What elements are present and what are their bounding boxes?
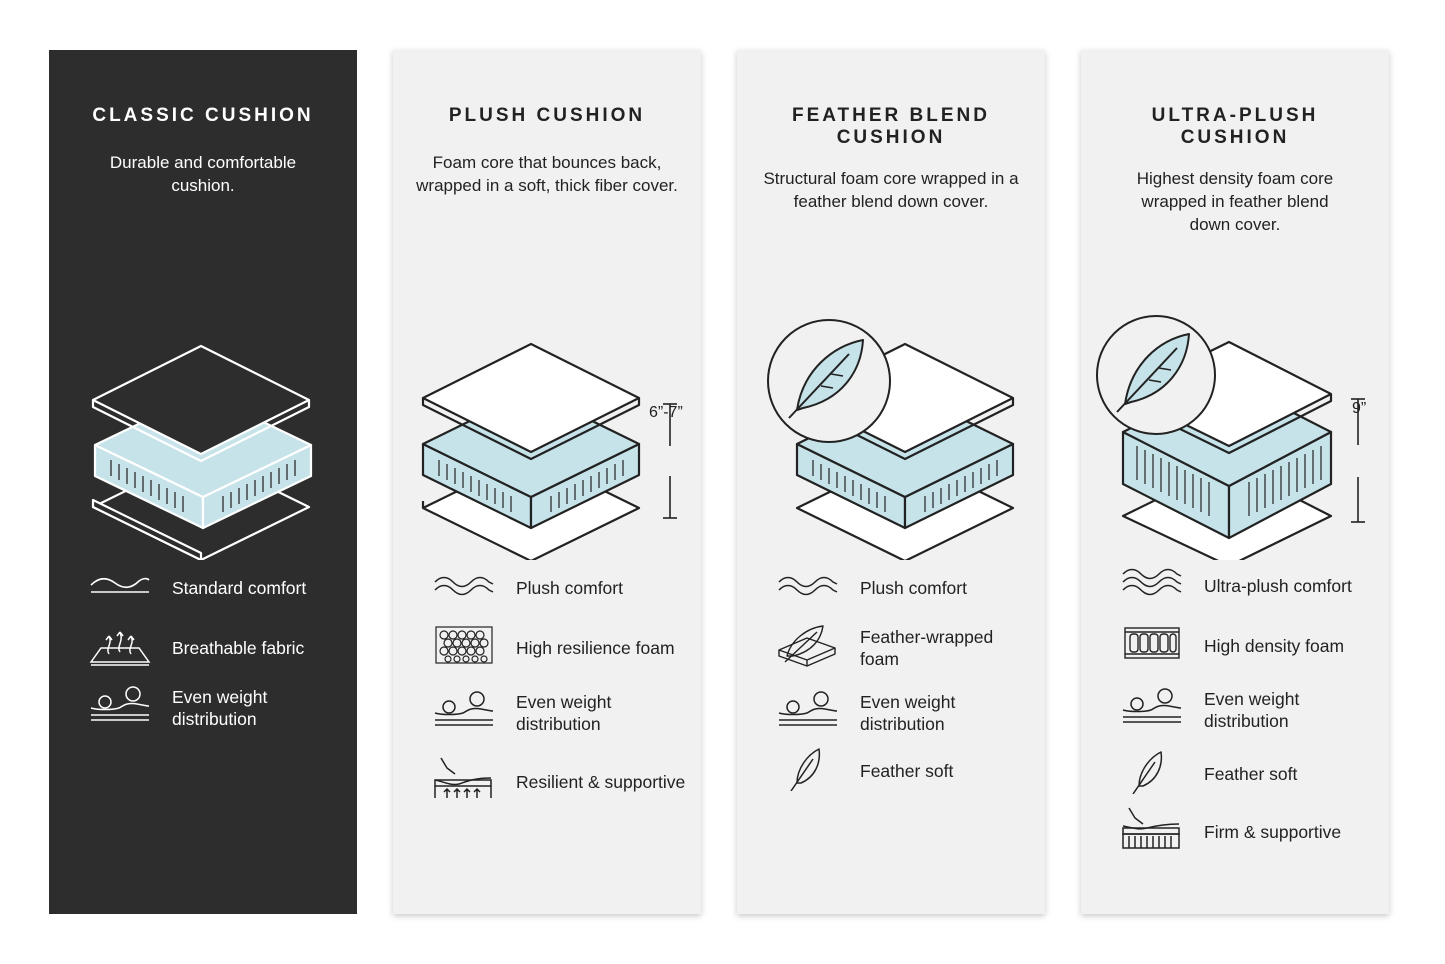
- feature-item: Feather-wrapped foam: [777, 622, 1035, 674]
- card-classic-cushion: CLASSIC CUSHION Durable and comfortable …: [49, 50, 357, 914]
- card-plush-cushion: PLUSH CUSHION Foam core that bounces bac…: [393, 50, 701, 914]
- honeycomb-icon: [435, 626, 493, 664]
- card-ultra-plush-cushion: ULTRA-PLUSH CUSHION Highest density foam…: [1081, 50, 1389, 914]
- feature-label: Breathable fabric: [172, 638, 305, 658]
- feature-item: Plush comfort: [777, 562, 1035, 614]
- cushion-layers-illustration: [1096, 315, 1365, 560]
- firm-icon: [1122, 807, 1180, 849]
- thickness-label: 6”-7”: [649, 404, 683, 421]
- feather-badge-icon: [1096, 315, 1216, 435]
- feature-label: Plush comfort: [860, 578, 967, 598]
- feature-label: Resilient & supportive: [516, 772, 686, 792]
- feather-icon: [790, 748, 821, 791]
- card-title: CLASSIC CUSHION: [92, 105, 314, 126]
- card-description: Structural foam core wrapped in a feathe…: [763, 169, 1019, 211]
- wave-icon: [434, 576, 494, 596]
- feature-label: High resilience foam: [516, 638, 675, 658]
- feature-label: Standard comfort: [172, 578, 307, 598]
- thickness-label: 9”: [1352, 400, 1367, 417]
- feature-label: Ultra-plush comfort: [1204, 576, 1352, 596]
- weight-icon: [778, 691, 838, 726]
- feature-label: Plush comfort: [516, 578, 623, 598]
- feather-icon: [1132, 751, 1163, 794]
- feature-label: Feather soft: [860, 761, 954, 781]
- card-feather-blend-cushion: FEATHER BLEND CUSHION Structural foam co…: [737, 50, 1045, 914]
- card-title: PLUSH CUSHION: [448, 105, 646, 126]
- card-description: Durable and comfortable cushion.: [109, 153, 297, 195]
- feature-item: High resilience foam: [433, 622, 691, 674]
- density-foam-icon: [1124, 627, 1180, 659]
- feature-item: Standard comfort: [89, 562, 347, 614]
- feature-label: Feather soft: [1204, 764, 1298, 784]
- cushion-layers-illustration: [767, 319, 1015, 560]
- card-description: Foam core that bounces back, wrapped in …: [416, 153, 678, 195]
- breathable-icon: [89, 631, 151, 666]
- feature-item: Even weight distribution: [777, 687, 1035, 739]
- feature-label: Feather-wrapped foam: [860, 627, 994, 669]
- feature-item: Resilient & supportive: [433, 756, 691, 808]
- feature-item: Firm & supportive: [1121, 806, 1379, 858]
- feature-label: High density foam: [1204, 636, 1345, 656]
- feature-item: Breathable fabric: [89, 622, 347, 674]
- feather-badge-icon: [767, 319, 891, 443]
- feature-item: Even weight distribution: [89, 682, 347, 734]
- wave-icon: [90, 577, 150, 593]
- weight-icon: [434, 691, 494, 726]
- card-title: FEATHER BLEND CUSHION: [791, 105, 991, 148]
- feature-item: Even weight distribution: [1121, 684, 1379, 736]
- feature-label: Even weight distribution: [860, 692, 956, 734]
- feather-foam-icon: [778, 625, 836, 667]
- card-title: ULTRA-PLUSH CUSHION: [1151, 105, 1319, 148]
- feature-label: Even weight distribution: [516, 692, 612, 734]
- feature-label: Firm & supportive: [1204, 822, 1342, 842]
- feature-item: Even weight distribution: [433, 687, 691, 739]
- card-description: Highest density foam core wrapped in fea…: [1136, 169, 1334, 234]
- resilient-icon: [434, 757, 492, 798]
- feature-item: Feather soft: [1121, 748, 1379, 800]
- feature-item: Plush comfort: [433, 562, 691, 614]
- weight-icon: [90, 686, 150, 721]
- feature-item: Ultra-plush comfort: [1121, 560, 1379, 612]
- feature-label: Even weight distribution: [1204, 689, 1300, 731]
- feature-item: High density foam: [1121, 620, 1379, 672]
- weight-icon: [1122, 688, 1182, 723]
- feature-label: Even weight distribution: [172, 687, 268, 729]
- wave-icon: [1122, 568, 1182, 596]
- wave-icon: [778, 576, 838, 596]
- cushion-layers-illustration: [421, 342, 677, 560]
- cushion-layers-illustration: [91, 344, 313, 560]
- feature-item: Feather soft: [777, 745, 1035, 797]
